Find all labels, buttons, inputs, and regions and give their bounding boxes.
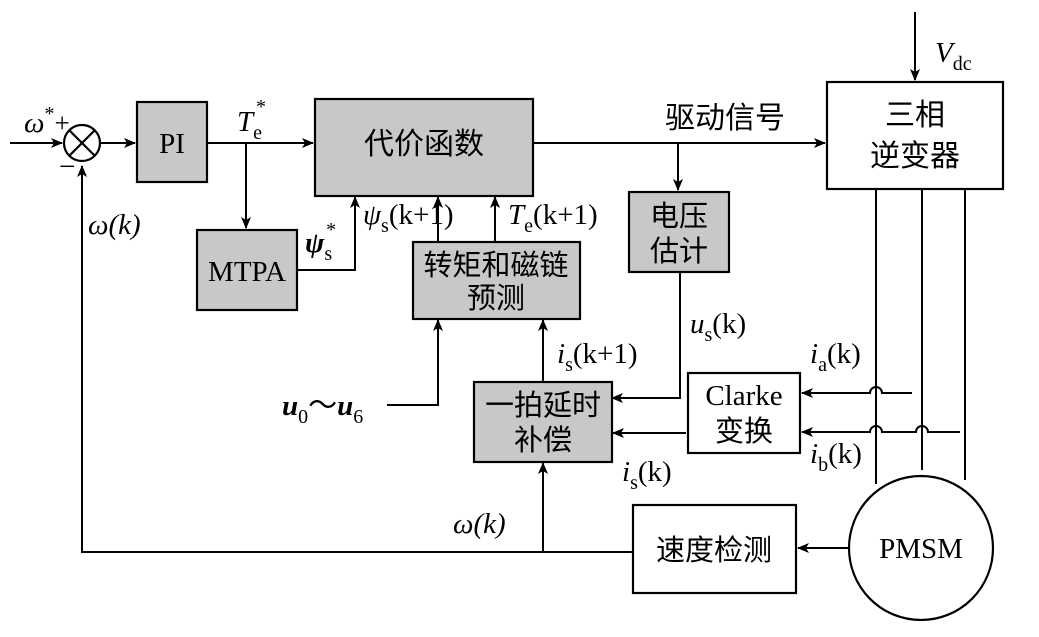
summing-junction	[62, 123, 102, 163]
psi-ref-label: ψs*	[305, 219, 336, 265]
ia-label: ia(k)	[810, 338, 861, 376]
prediction-label-line1: 转矩和磁链	[423, 248, 568, 282]
speed-feedback-line	[77, 165, 633, 553]
speed-detection-block: 速度检测	[631, 503, 798, 595]
is-pred-label: is(k+1)	[557, 338, 638, 376]
inverter-block: 三相 逆变器	[825, 80, 1005, 191]
us-label: us(k)	[690, 308, 746, 346]
pi-block: PI	[135, 100, 209, 184]
cost-function-label: 代价函数	[364, 127, 484, 162]
drive-signal-label: 驱动信号	[665, 101, 785, 136]
clarke-block: Clarke 变换	[686, 371, 802, 455]
mtpa-label: MTPA	[208, 256, 286, 288]
te-ref-label: Te*	[237, 96, 266, 144]
voltage-estimation-line2: 估计	[650, 234, 708, 268]
delay-compensation-line1: 一拍延时	[485, 388, 601, 422]
us-line	[611, 272, 681, 403]
minus-sign: −	[59, 151, 75, 183]
signal-labels: ω*+ − ω(k) Te* ψs* ψs(k+1) Te(k+1) 驱动信号 …	[24, 37, 972, 540]
delay-compensation-block: 一拍延时 补偿	[472, 380, 614, 464]
omega-ref-label: ω*+	[24, 103, 70, 139]
ib-label: ib(k)	[810, 438, 862, 476]
omega-k-feedback-label: ω(k)	[88, 209, 141, 241]
cost-function-block: 代价函数	[313, 97, 535, 198]
omega-k-delay-label: ω(k)	[453, 508, 506, 540]
speed-detection-label: 速度检测	[656, 533, 772, 567]
voltage-vectors-line	[387, 319, 443, 406]
inverter-label-line2: 逆变器	[870, 139, 960, 174]
psi-ref-line	[297, 196, 360, 271]
pmsm-motor: PMSM	[847, 474, 995, 622]
is-k-label: is(k)	[622, 456, 672, 494]
prediction-label-line2: 预测	[467, 281, 525, 315]
te-pred-label: Te(k+1)	[508, 199, 598, 237]
mtpa-block: MTPA	[195, 228, 299, 312]
delay-compensation-line2: 补偿	[514, 423, 572, 457]
voltage-estimation-block: 电压 估计	[627, 190, 731, 274]
prediction-block: 转矩和磁链 预测	[411, 240, 582, 321]
pmsm-label: PMSM	[879, 533, 963, 565]
clarke-label-line2: 变换	[715, 414, 773, 448]
ib-line	[801, 425, 960, 437]
ia-line	[801, 386, 912, 398]
voltage-vectors-label: u0～u6	[282, 390, 363, 428]
inverter-label-line1: 三相	[885, 98, 945, 133]
psi-pred-label: ψs(k+1)	[363, 199, 453, 237]
clarke-label-line1: Clarke	[705, 380, 782, 412]
connections	[10, 12, 966, 553]
voltage-estimation-line1: 电压	[650, 199, 708, 233]
vdc-label: Vdc	[935, 37, 972, 75]
pi-label: PI	[159, 128, 185, 160]
